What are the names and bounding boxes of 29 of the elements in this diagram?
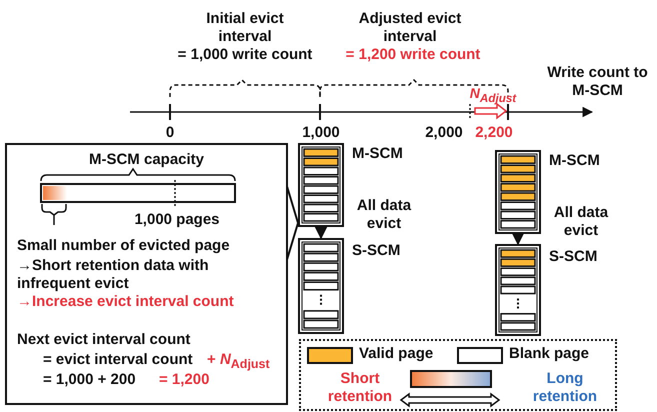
interval-label: Initial evict interval — [205, 10, 285, 46]
callout-text: Small number of evicted page — [17, 237, 230, 255]
callout-text: →Short retention data with infrequent evict — [17, 257, 210, 293]
memory-label: M-SCM — [352, 145, 403, 163]
memory-label: S-SCM — [549, 248, 598, 266]
callout-box — [5, 143, 288, 405]
callout-text: Next evict interval count — [17, 331, 190, 349]
callout-text: 1,000 pages — [133, 211, 221, 229]
callout-text: = 1,200 — [159, 371, 210, 389]
callout-text: = evict interval count — [43, 351, 193, 369]
interval-value: = 1,200 write count — [344, 46, 482, 64]
callout-text: →Increase evict interval count — [17, 293, 234, 311]
retention-label: Short retention — [326, 370, 394, 406]
tick-label: 2,000 — [424, 124, 464, 142]
callout-text: = 1,000 + 200 — [43, 371, 136, 389]
legend-label: Blank page — [509, 345, 590, 363]
memory-label: S-SCM — [352, 242, 400, 260]
callout-text: M-SCM capacity — [88, 151, 206, 169]
adjust-label: N$_{Adjust}$ — [468, 84, 518, 107]
memory-label: M-SCM — [549, 152, 600, 170]
interval-value: = 1,000 write count — [176, 46, 314, 64]
axis-title: Write count to M-SCM — [546, 64, 649, 100]
tick-label: 0 — [164, 124, 176, 142]
interval-label: Adjusted evict interval — [358, 10, 462, 46]
callout-text: + N$_{Adjust}$ — [207, 351, 270, 373]
retention-label: Long retention — [532, 370, 598, 406]
legend-label: Valid page — [359, 345, 434, 363]
tick-label: 2,200 — [474, 124, 514, 142]
tick-label: 1,000 — [301, 124, 341, 142]
